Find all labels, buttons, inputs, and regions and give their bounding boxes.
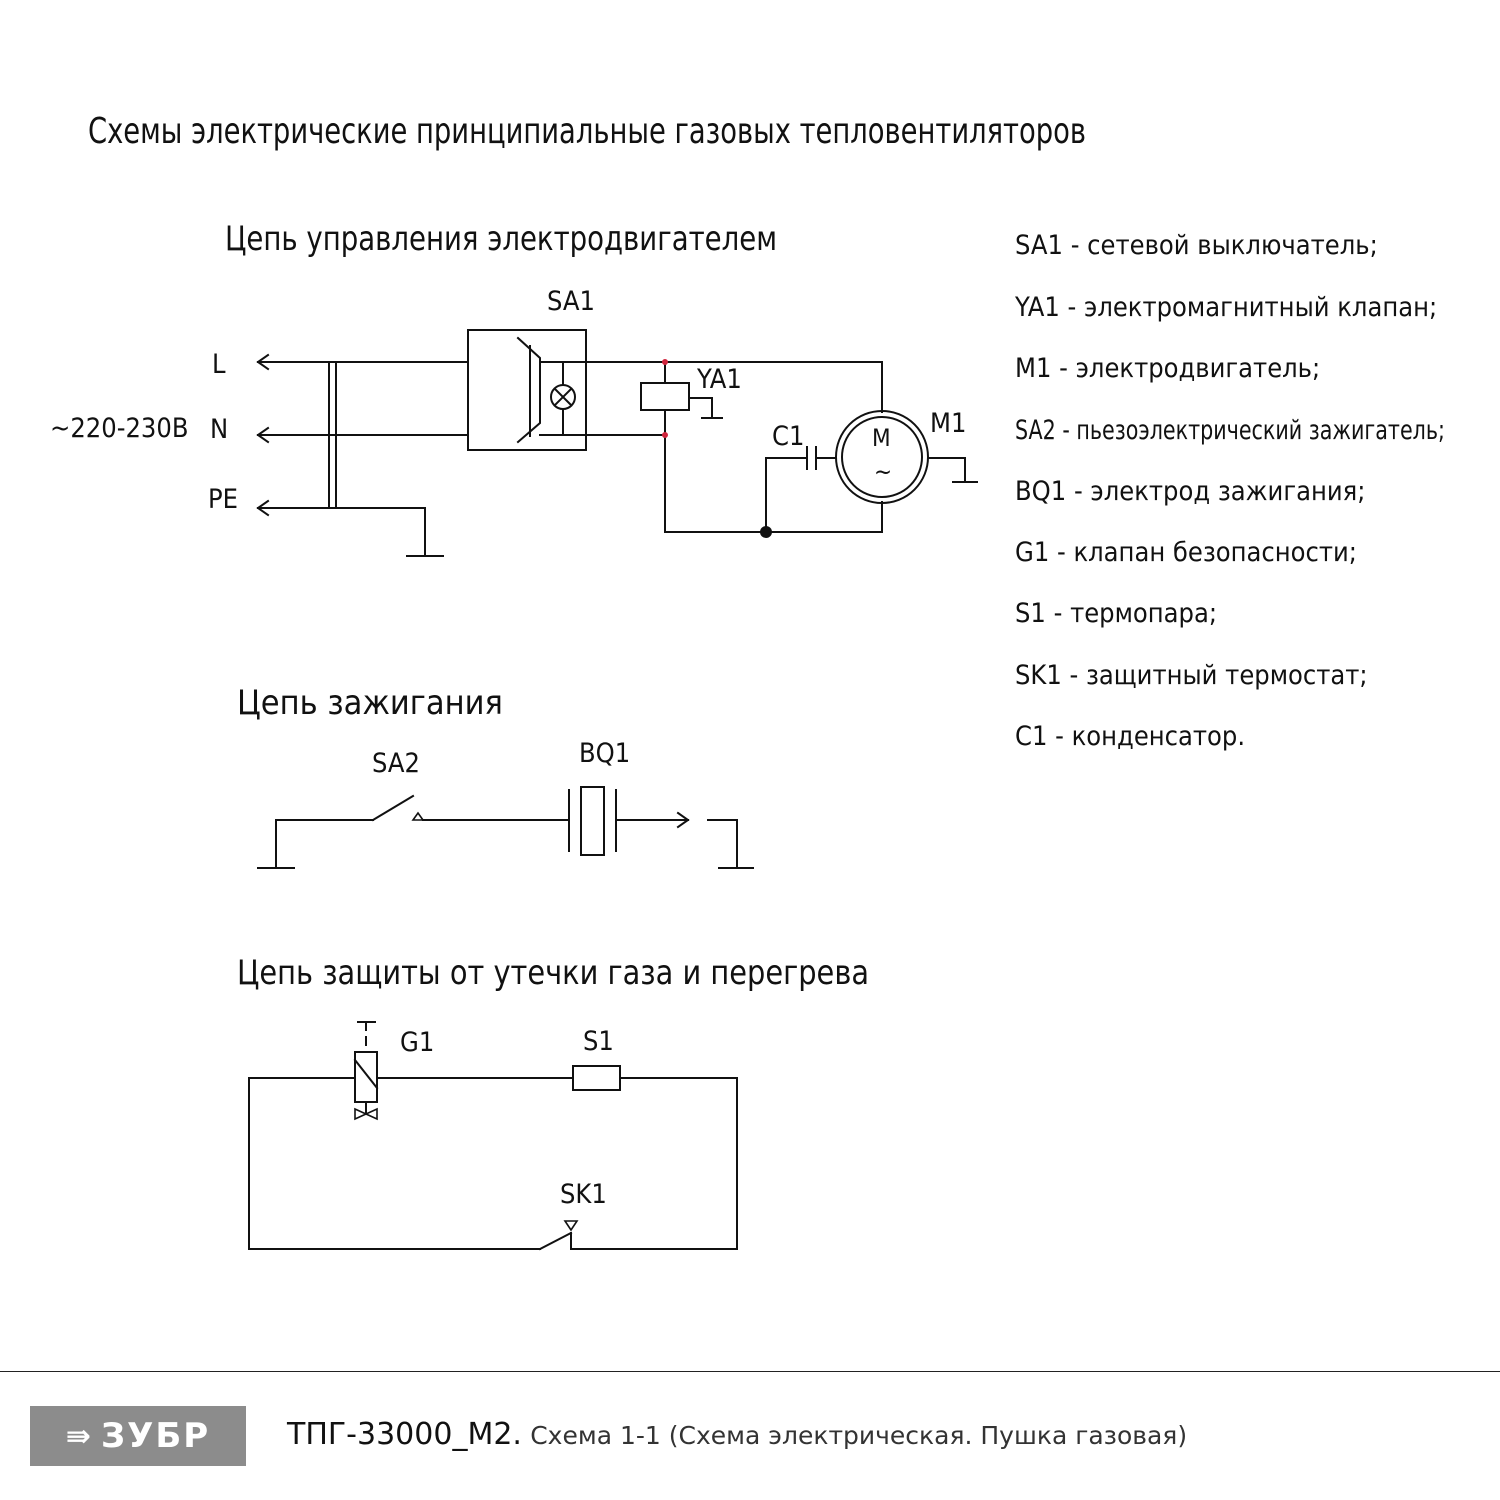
supply-voltage-label: ~220-230В [50, 413, 189, 444]
scheme-description: Схема 1-1 (Схема электрическая. Пушка га… [530, 1421, 1188, 1450]
line-l-label: L [212, 349, 226, 380]
junction-red-bottom [662, 432, 668, 438]
ignition-circuit-title: Цепь зажигания [237, 683, 503, 723]
legend-item: S1 - термопара; [1015, 598, 1217, 629]
legend-item: YA1 - электромагнитный клапан; [1014, 292, 1437, 323]
sa2-label: SA2 [372, 748, 420, 779]
ya1-solenoid [640, 382, 723, 419]
legend: SA1 - сетевой выключатель; YA1 - электро… [1014, 230, 1445, 752]
ignition-wiring [257, 794, 570, 869]
logo-text: ЗУБР [100, 1416, 211, 1456]
g1-safety-valve [353, 1021, 379, 1121]
motor-wiring [585, 361, 978, 533]
protection-circuit-title: Цепь защиты от утечки газа и перегрева [237, 953, 869, 993]
brand-logo: ⇛ ЗУБР [30, 1406, 246, 1466]
g1-label: G1 [400, 1027, 434, 1058]
m1-motor: M ~ [835, 410, 929, 504]
legend-item: SK1 - защитный термостат; [1015, 660, 1368, 691]
sa1-switch [467, 329, 587, 451]
sk1-thermostat [538, 1220, 579, 1251]
model-number: ТПГ-33000_М2. [287, 1417, 522, 1452]
sk1-label: SK1 [560, 1179, 607, 1210]
legend-item: C1 - конденсатор. [1015, 721, 1245, 752]
line-n-label: N [210, 414, 228, 445]
m1-label: M1 [930, 408, 966, 439]
protection-wiring [248, 1077, 738, 1250]
legend-item: M1 - электродвигатель; [1015, 353, 1320, 384]
sa1-label: SA1 [547, 286, 595, 317]
line-pe-label: PE [208, 484, 238, 515]
s1-thermocouple [572, 1065, 621, 1091]
logo-arrow-icon: ⇛ [65, 1418, 93, 1454]
footer-divider [0, 1371, 1500, 1372]
motor-circuit-title: Цепь управления электродвигателем [225, 219, 777, 259]
motor-m-symbol: M [872, 424, 891, 452]
legend-item: SA2 - пьезоэлектрический зажигатель; [1015, 415, 1445, 446]
s1-label: S1 [583, 1026, 614, 1057]
legend-item: SA1 - сетевой выключатель; [1015, 230, 1378, 261]
c1-label: C1 [772, 421, 804, 452]
ya1-label: YA1 [696, 364, 742, 395]
junction-red-top [662, 359, 668, 365]
c1-capacitor [806, 446, 817, 470]
supply-lines [256, 353, 469, 557]
page-title: Схемы электрические принципиальные газов… [88, 111, 1086, 152]
junction-dot [760, 526, 772, 538]
legend-item: BQ1 - электрод зажигания; [1015, 476, 1365, 507]
schematic-canvas: Схемы электрические принципиальные газов… [50, 111, 1445, 1251]
motor-tilde-symbol: ~ [874, 458, 892, 486]
bq1-label: BQ1 [579, 738, 630, 769]
legend-item: G1 - клапан безопасности; [1015, 537, 1357, 568]
bq1-electrode [568, 786, 754, 869]
footer-caption: ТПГ-33000_М2. Схема 1-1 (Схема электриче… [287, 1417, 1187, 1452]
